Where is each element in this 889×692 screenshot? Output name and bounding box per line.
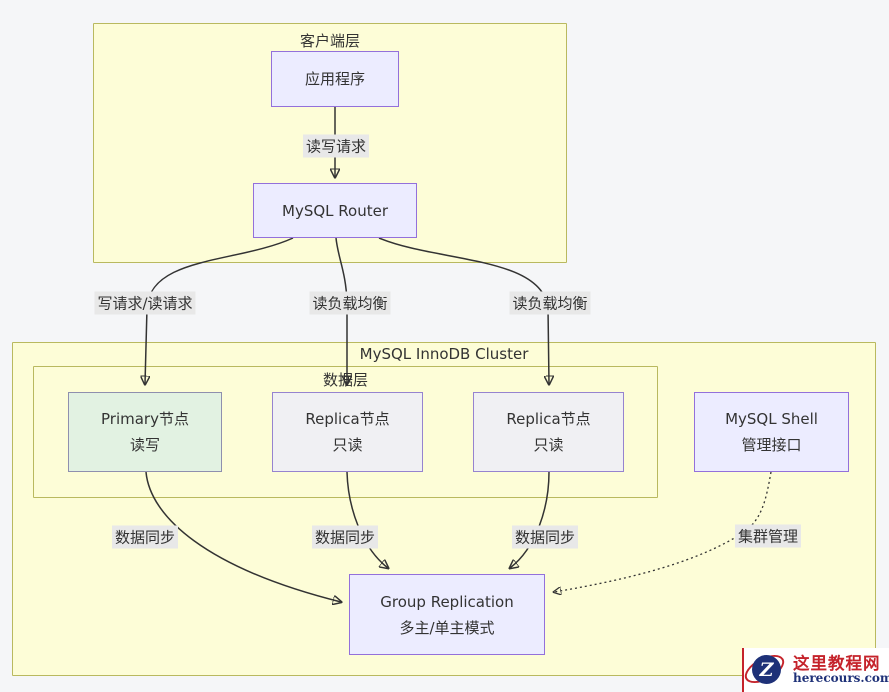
node-replica-1-line1: Replica节点 <box>305 410 390 428</box>
watermark-site-name: 这里教程网 <box>793 654 881 674</box>
innodb-cluster-title: MySQL InnoDB Cluster <box>359 345 529 363</box>
node-replica-2-line1: Replica节点 <box>506 410 591 428</box>
node-primary-line1: Primary节点 <box>101 410 189 428</box>
site-watermark: Z 这里教程网 herecours.com <box>740 648 889 692</box>
watermark-text: 这里教程网 herecours.com <box>793 655 889 685</box>
edge-label-sync-2: 数据同步 <box>311 525 379 549</box>
node-mysql-router-label: MySQL Router <box>282 201 388 220</box>
node-group-replication-line1: Group Replication <box>380 592 514 611</box>
node-mysql-shell: MySQL Shell 管理接口 <box>694 392 849 472</box>
edge-label-read-lb-2: 读负载均衡 <box>509 291 591 315</box>
node-mysql-router: MySQL Router <box>253 183 417 238</box>
edge-label-sync-3: 数据同步 <box>511 525 579 549</box>
node-replica-2: Replica节点 只读 <box>473 392 624 472</box>
data-layer-title: 数据层 <box>322 371 368 389</box>
node-mysql-shell-line1: MySQL Shell <box>725 410 818 428</box>
logo-circle: Z <box>752 655 781 684</box>
client-layer-title: 客户端层 <box>299 32 360 50</box>
node-group-replication: Group Replication 多主/单主模式 <box>349 574 545 655</box>
watermark-domain: herecours.com <box>793 671 889 686</box>
node-primary: Primary节点 读写 <box>68 392 222 472</box>
edge-label-read-lb-1: 读负载均衡 <box>309 291 391 315</box>
node-replica-1: Replica节点 只读 <box>272 392 423 472</box>
edge-label-sync-1: 数据同步 <box>111 525 179 549</box>
edge-label-rw-request: 读写请求 <box>302 134 370 158</box>
node-mysql-shell-line2: 管理接口 <box>741 436 802 454</box>
logo-letter: Z <box>759 658 774 681</box>
node-application-label: 应用程序 <box>304 70 365 88</box>
edge-label-cluster-mgmt: 集群管理 <box>734 524 802 548</box>
edge-label-write-read-request: 写请求/读请求 <box>94 291 196 315</box>
node-replica-2-line2: 只读 <box>533 436 564 454</box>
node-replica-1-line2: 只读 <box>332 436 363 454</box>
site-logo-icon: Z <box>740 649 789 691</box>
node-group-replication-line2: 多主/单主模式 <box>399 618 495 637</box>
node-application: 应用程序 <box>271 51 399 107</box>
node-primary-line2: 读写 <box>129 436 160 454</box>
